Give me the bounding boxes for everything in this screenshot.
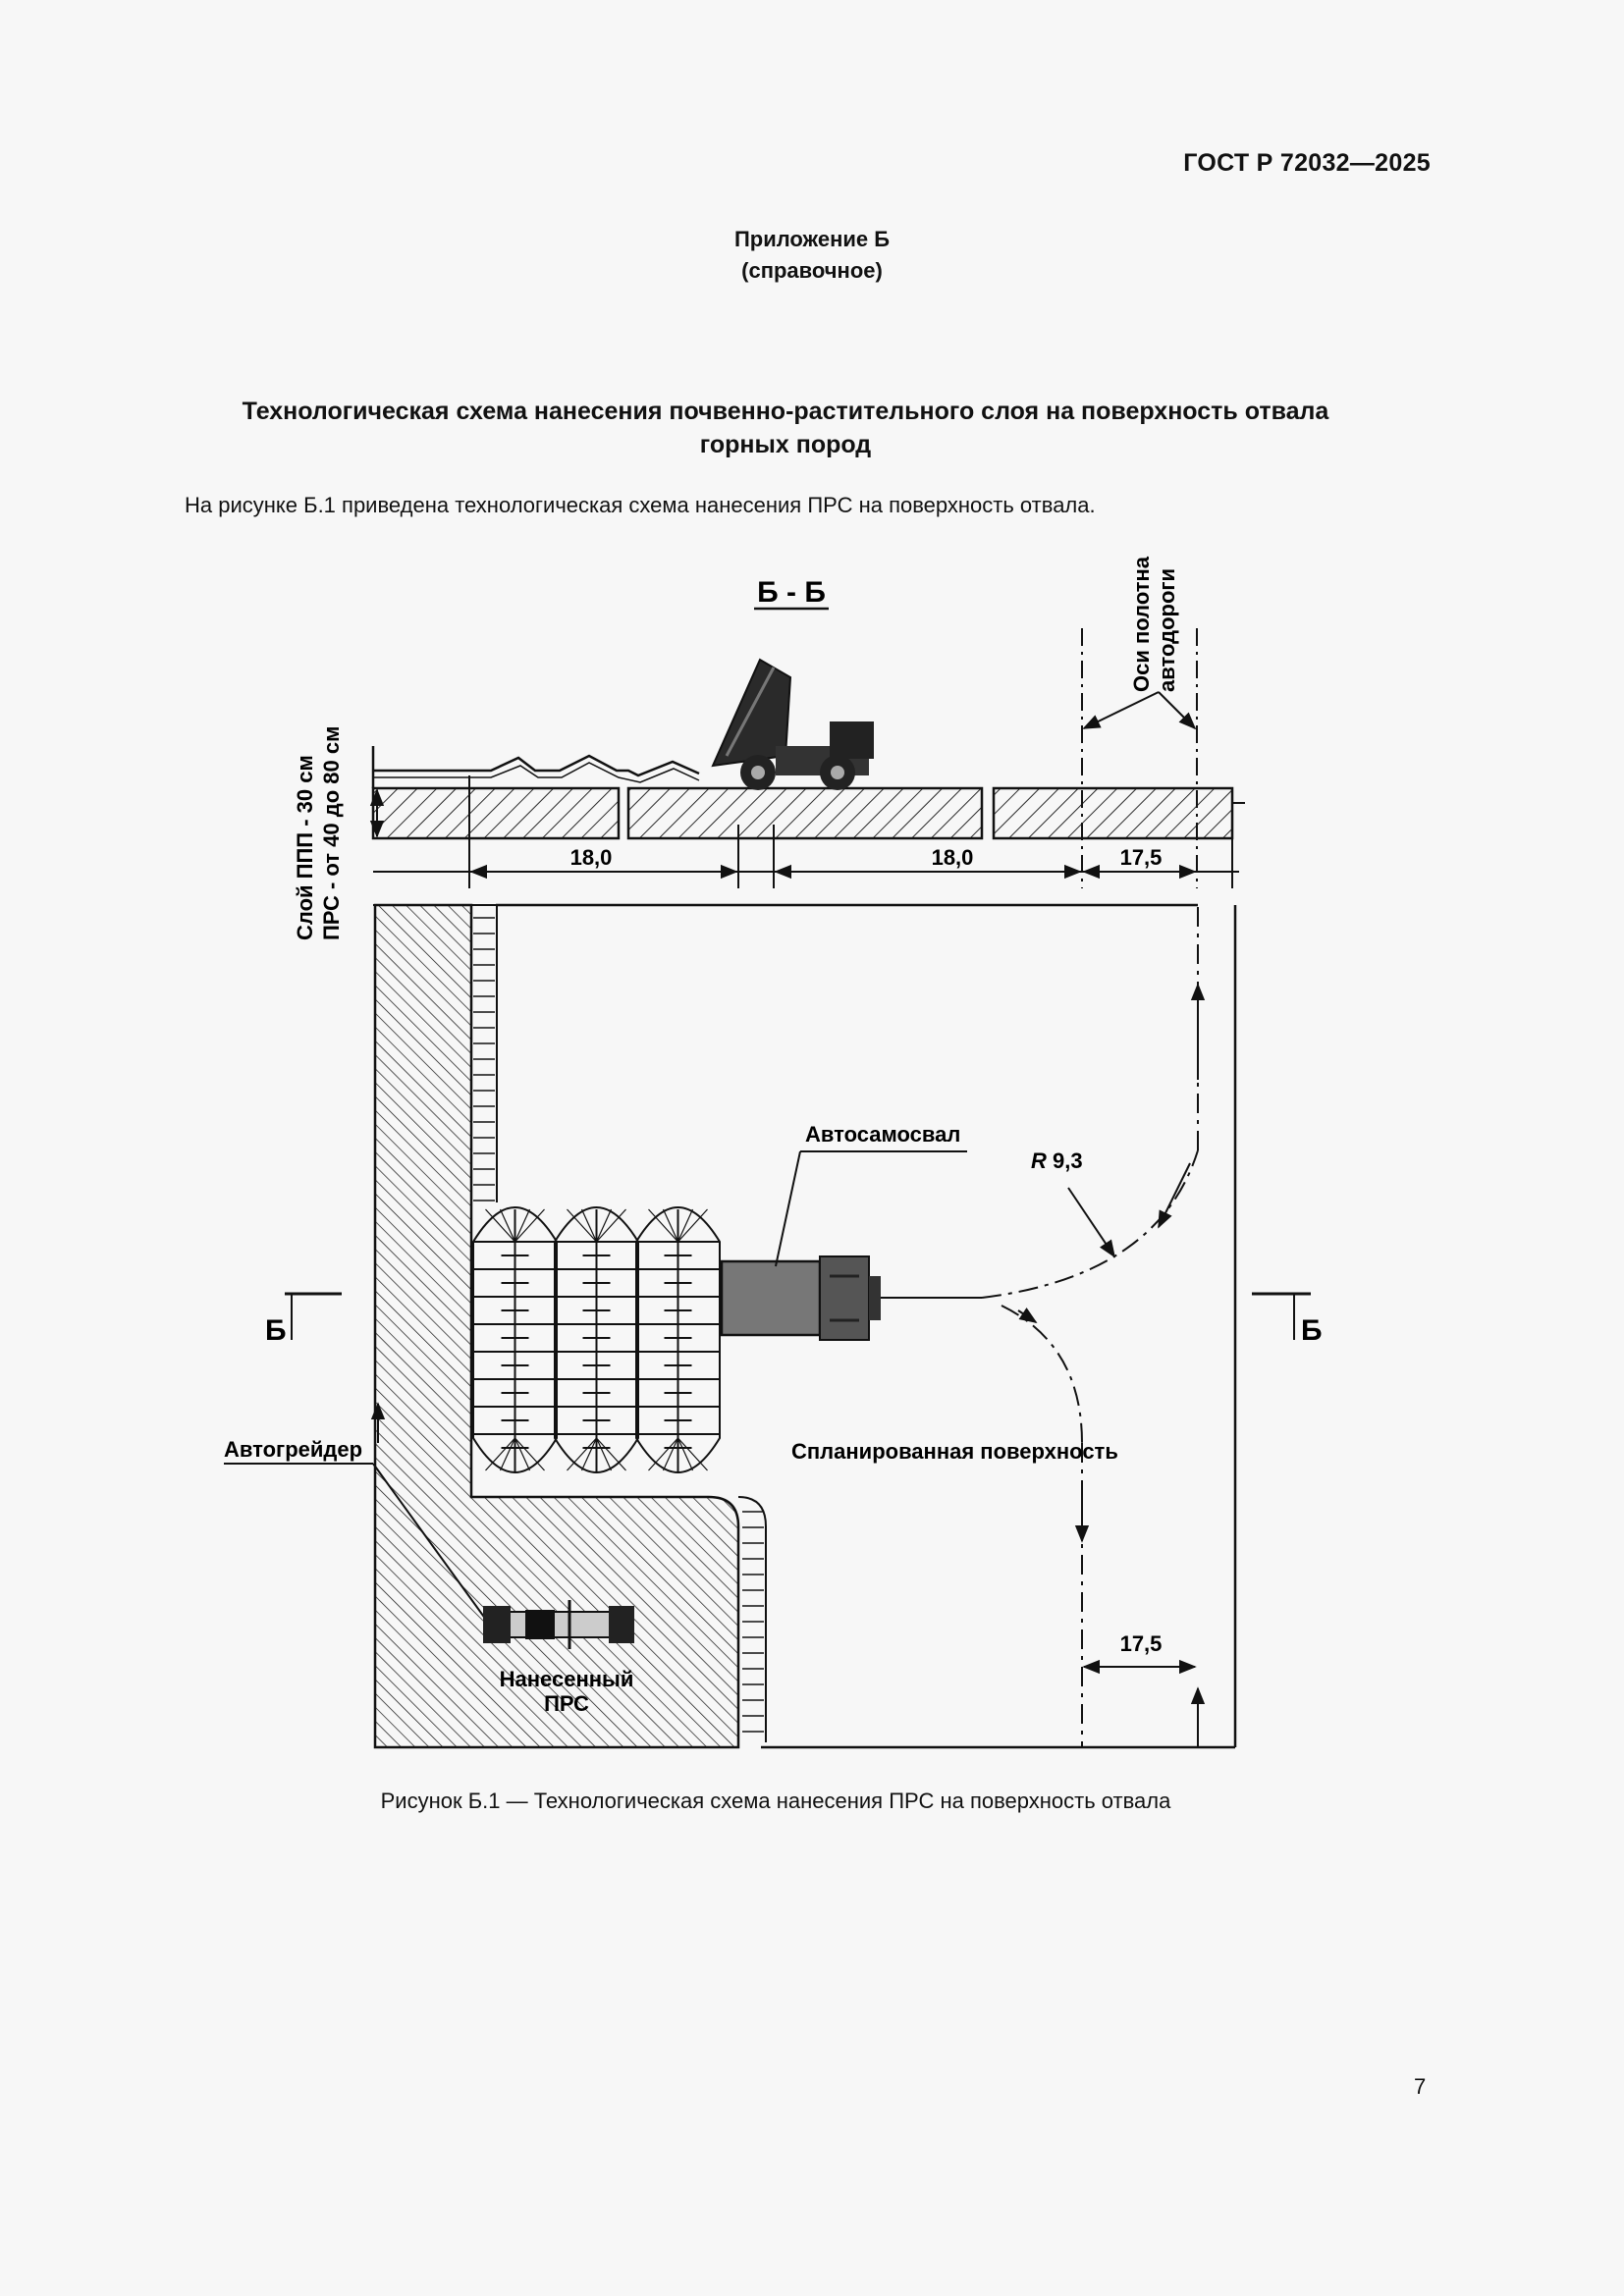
appendix-heading: Приложение Б (справочное) [0,224,1624,287]
layer-label-line2: ПРС - от 40 до 80 см [319,726,344,940]
soil-pile-fan [499,1208,516,1243]
cross-section-layer [369,746,1245,840]
radius-label: R 9,3 [1031,1148,1083,1173]
cut-mark-right-label: Б [1301,1314,1323,1347]
soil-pile-fan [580,1437,598,1471]
soil-pile-fan [567,1437,597,1471]
dumped-piles [472,1206,721,1473]
soil-pile-fan [567,1208,597,1243]
dump-truck-side-icon [711,658,874,790]
section-title-line1: Технологическая схема нанесения почвенно… [242,398,1329,425]
cut-mark-left: Б [265,1292,342,1347]
soil-pile-fan [514,1208,545,1243]
dump-truck-label: Автосамосвал [805,1122,960,1147]
soil-pile-fan [485,1208,515,1243]
soil-pile-fan [514,1437,531,1471]
soil-pile-fan [580,1208,598,1243]
section-title-line2: горных пород [699,431,872,458]
soil-pile-fan [677,1437,694,1471]
figure-caption: Рисунок Б.1 — Технологическая схема нане… [380,1789,1171,1813]
dimension-2: 18,0 [932,845,974,870]
soil-pile-fan [677,1208,708,1243]
soil-pile-fan [595,1208,613,1243]
edge-strip [470,905,767,1742]
layer-label-line1: Слой ППП - 30 см [293,755,317,940]
soil-pile-fan [596,1437,626,1471]
cut-mark-right: Б [1252,1292,1323,1347]
page-number: 7 [1414,2074,1427,2099]
soil-pile-fan [499,1437,516,1471]
section-label: Б - Б [757,576,826,609]
planned-surface-label: Спланированная поверхность [791,1439,1118,1464]
applied-soil-label-line1: Нанесенный [500,1667,634,1691]
soil-pile-fan [485,1437,515,1471]
dimension-1: 18,0 [570,845,613,870]
intro-paragraph: На рисунке Б.1 приведена технологическая… [185,493,1096,517]
truck-route [775,905,1206,1747]
layer-label: Слой ППП - 30 см ПРС - от 40 до 80 см [293,726,344,940]
grader-pointer [372,1463,487,1621]
road-axis-label: Оси полотна автодороги [1129,556,1179,692]
dimension-3: 17,5 [1120,845,1163,870]
standard-code: ГОСТ Р 72032—2025 [1183,149,1431,177]
motor-grader-icon [483,1600,634,1649]
dump-truck-plan-icon [720,1255,881,1341]
edge-strip-rungs [473,917,764,1733]
applied-soil-label-line2: ПРС [544,1691,589,1716]
road-axis-label-line2: автодороги [1155,568,1179,692]
dimension-4: 17,5 [1120,1631,1163,1656]
soil-pile-fan [662,1437,679,1471]
soil-pile-fan [514,1437,545,1471]
road-axis-pointer-right [1158,691,1197,730]
appendix-status: (справочное) [741,258,883,283]
soil-pile-fan [596,1208,626,1243]
applied-soil-area [373,903,740,1749]
road-axis-pointer-left [1082,691,1160,729]
soil-pile-fan [514,1208,531,1243]
section-title: Технологическая схема нанесения почвенно… [118,395,1453,461]
soil-pile-fan [648,1437,678,1471]
soil-pile-fan [662,1208,679,1243]
soil-pile-fan [595,1437,613,1471]
soil-pile-fan [677,1208,694,1243]
soil-pile-fan [677,1437,708,1471]
appendix-title: Приложение Б [733,227,891,251]
cut-mark-left-label: Б [265,1314,287,1347]
plan-boundary [496,903,1237,1749]
technological-scheme-figure: Б - Б Оси полотна автодороги Слой ППП - … [224,556,1323,1749]
grader-label: Автогрейдер [224,1437,362,1462]
road-axis-label-line1: Оси полотна [1129,556,1154,692]
soil-pile-fan [648,1208,678,1243]
